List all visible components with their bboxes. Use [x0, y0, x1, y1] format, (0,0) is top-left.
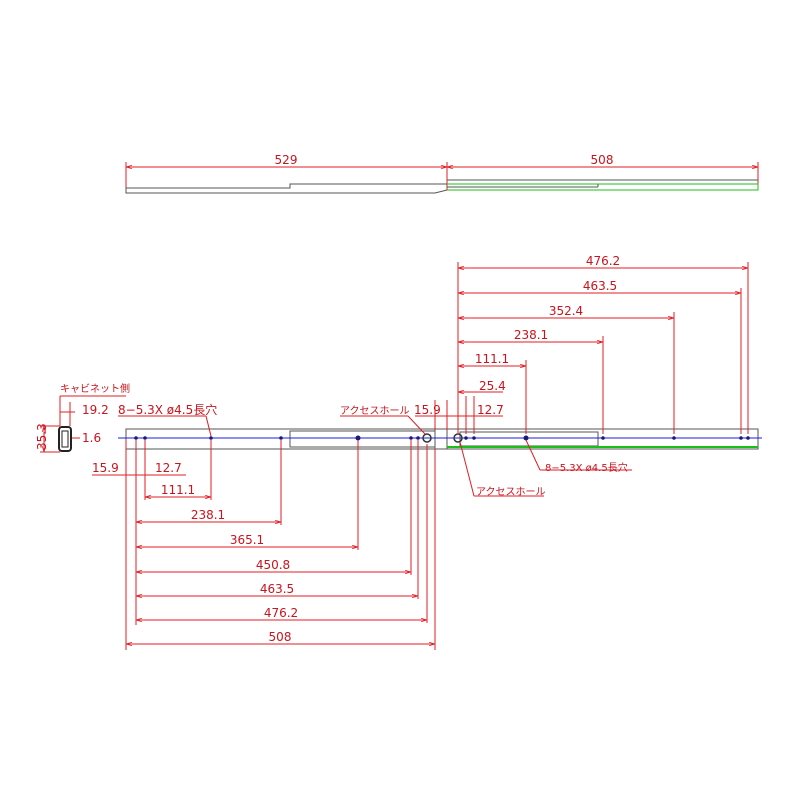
- dim-left-365-1: 365.1: [230, 533, 264, 547]
- dim-left-12-7: 12.7: [155, 461, 182, 475]
- dim-left-508: 508: [269, 630, 292, 644]
- left-dimensions: 15.9 12.7 111.1 238.1 365.1 450.8 463.5 …: [92, 440, 436, 650]
- access-hole-left-label: アクセスホール: [340, 405, 410, 417]
- right-dimensions: 476.2 463.5 352.4 238.1 111.1: [457, 254, 749, 434]
- dim-35-3-label: 35.3: [35, 423, 49, 450]
- dim-1-6-label: 1.6: [82, 431, 101, 445]
- dim-right-352-4: 352.4: [549, 304, 583, 318]
- dim-left-238-1: 238.1: [191, 508, 225, 522]
- dim-529-label: 529: [275, 153, 298, 167]
- dim-right-238-1: 238.1: [514, 328, 548, 342]
- dim-12-7-right-label: 12.7: [477, 403, 504, 417]
- dim-15-9-right-label: 15.9: [414, 403, 441, 417]
- dim-left-111-1: 111.1: [161, 483, 195, 497]
- dim-left-476-2: 476.2: [264, 606, 298, 620]
- dim-25-4-label: 25.4: [479, 379, 506, 393]
- dim-right-463-5: 463.5: [583, 279, 617, 293]
- slot-note-right: 8−5.3X ø4.5長穴: [545, 461, 628, 474]
- cabinet-side-label: キャビネット側: [60, 382, 130, 395]
- cross-section: キャビネット側 19.2 35.3 1.6: [35, 382, 130, 453]
- slot-note-left: 8−5.3X ø4.5長穴: [118, 402, 217, 417]
- side-view: 8−5.3X ø4.5長穴 アクセスホール 15.9 12.7 25.4 8−5…: [118, 379, 762, 498]
- dim-19-2-label: 19.2: [82, 403, 109, 417]
- dim-left-15-9: 15.9: [92, 461, 119, 475]
- dim-508-top-label: 508: [591, 153, 614, 167]
- top-view: 529 508: [125, 153, 759, 194]
- dim-left-463-5: 463.5: [260, 582, 294, 596]
- dim-left-450-8: 450.8: [256, 558, 290, 572]
- dim-right-111-1: 111.1: [475, 352, 509, 366]
- access-hole-right-label: アクセスホール: [476, 486, 546, 498]
- dim-right-476-2: 476.2: [586, 254, 620, 268]
